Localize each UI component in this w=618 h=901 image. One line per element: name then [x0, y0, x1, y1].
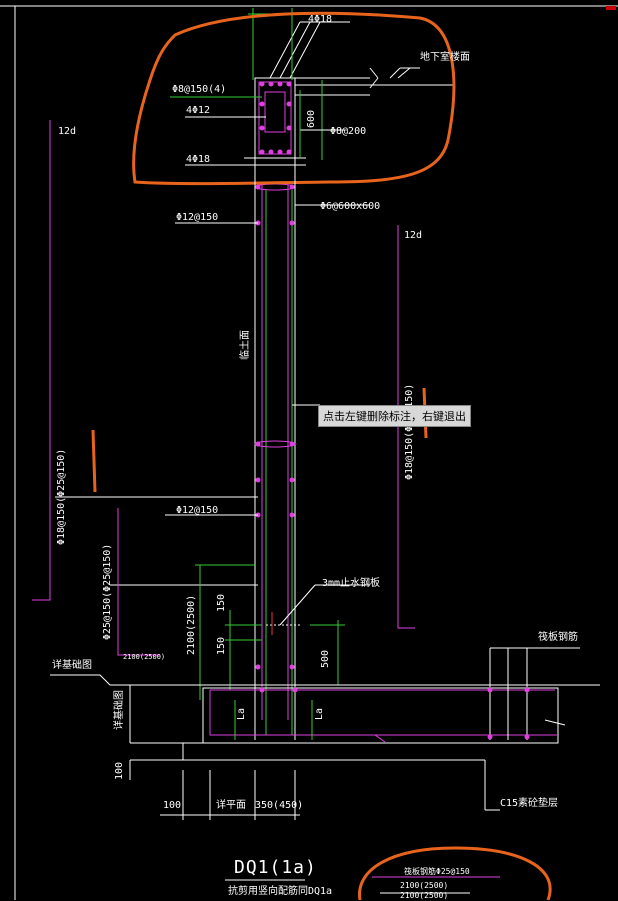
foundation-slab [50, 647, 600, 820]
label-dowel: Φ25@150(Φ25@150) [102, 543, 113, 640]
label-dim-2100: 2100(2500) [186, 594, 197, 655]
drawing-subtitle: 抗剪用竖向配筋同DQ1a [228, 886, 333, 897]
label-dim-600: 600 [306, 109, 317, 128]
label-detail-ref2: 详基础图 [114, 690, 125, 730]
drawing-title: DQ1(1a) [234, 857, 317, 878]
label-circled-1: 筏板钢筋Φ25@150 [404, 867, 470, 876]
label-cushion: C15素砼垫层 [500, 798, 559, 809]
label-detail-ref: 详基础图 [52, 660, 92, 671]
label-12d-left: 12d [58, 126, 77, 137]
label-tie-6: Φ6@600x600 [320, 201, 381, 212]
top-beam-detail [170, 8, 455, 191]
left-vertical-rebar [32, 120, 262, 700]
retaining-wall [55, 165, 370, 740]
label-la-left: La [236, 707, 247, 720]
label-stirrup: Φ8@150(4) [172, 84, 227, 95]
orange-mark-left [91, 429, 97, 493]
label-vert-left: Φ18@150(Φ25@150) [56, 448, 67, 545]
label-dim-500: 500 [320, 649, 331, 668]
label-bot-4phi18: 4Φ18 [186, 154, 211, 165]
label-dim-150a: 150 [216, 593, 227, 612]
orange-markup-top [132, 11, 456, 186]
label-top-4phi18: 4Φ18 [308, 14, 333, 25]
delete-annotation-tooltip: 点击左键删除标注，右键退出 [318, 405, 471, 427]
label-4phi12: 4Φ12 [186, 105, 211, 116]
label-la-right: La [314, 707, 325, 720]
label-tie-8-200: Φ8@200 [330, 126, 367, 137]
label-dim-150b: 150 [216, 636, 227, 655]
label-dim-350: 350(450) [255, 800, 304, 811]
label-vert-right: Φ18@150(Φ18@150) [404, 383, 415, 480]
label-circled-2: 2100(2500) [400, 881, 449, 890]
label-12d-right: 12d [404, 230, 423, 241]
right-vertical-rebar [310, 225, 415, 685]
label-dim-100v: 100 [114, 761, 125, 780]
label-detail-ref3: 详平面 [216, 800, 246, 811]
label-ground-floor: 地下室楼面 [420, 52, 470, 63]
label-foundation-bar: 筏板钢筋 [538, 632, 578, 643]
label-horiz-12-150: Φ12@150 [176, 212, 219, 223]
frame-corner-mark [606, 6, 616, 10]
label-horiz-12-150b: Φ12@150 [176, 505, 219, 516]
label-dim-100: 100 [163, 800, 182, 811]
label-circled-3: 2100(2500) [400, 891, 449, 900]
label-waterstop: 3mm止水钢板 [322, 578, 381, 589]
label-wall-side: 临土面 [240, 330, 251, 360]
circled-note [358, 846, 552, 900]
label-dim-2100b: 2100(2500) [123, 653, 166, 661]
